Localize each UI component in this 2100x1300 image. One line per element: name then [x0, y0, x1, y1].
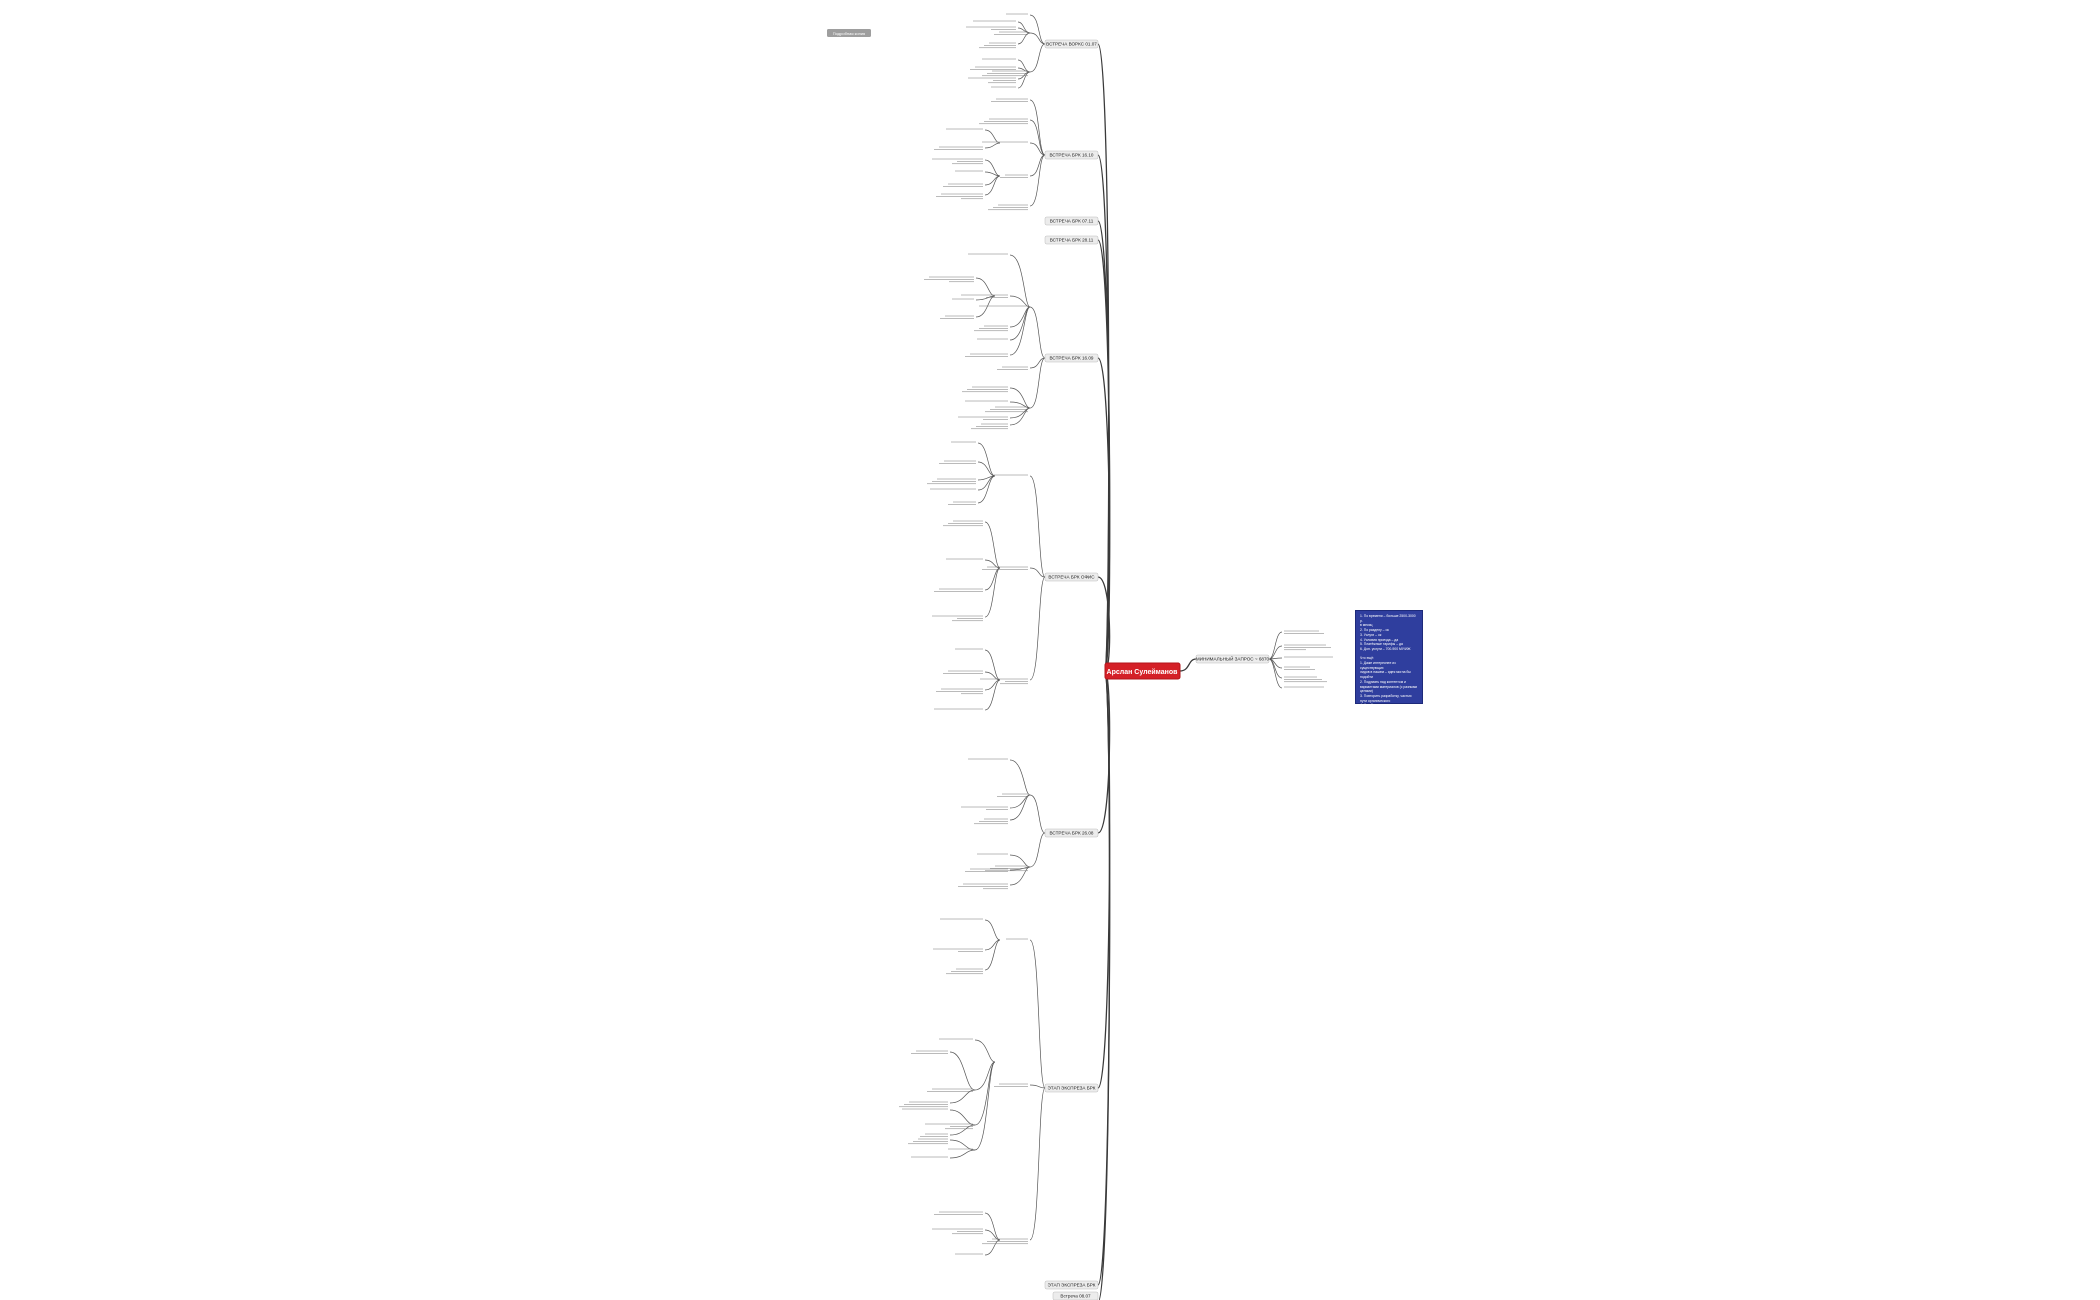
branch-label: ЭТАП ЭКСПРЕЗА БРК: [1048, 1283, 1096, 1288]
note-line: пути органического: [1360, 698, 1391, 703]
branch-node-3[interactable]: ВСТРЕЧА БРК 07.11: [1044, 216, 1099, 226]
branch-label: ВСТРЕЧА ВОРКС 01.07: [1046, 42, 1097, 47]
note-line: Что ещё:: [1360, 656, 1375, 661]
note-line: лидов в нашем – идея могла бы: [1360, 670, 1411, 675]
branch-node-1[interactable]: ВСТРЕЧА ВОРКС 01.07: [1044, 39, 1099, 49]
note-line: 3. Услуги – ок: [1360, 632, 1382, 637]
tag-node[interactable]: Подробная копия: [827, 29, 871, 37]
branch-label: ВСТРЕЧА БРК 26.08: [1050, 831, 1094, 836]
note-line: 3. Повторить разработку, частью: [1360, 693, 1412, 698]
note-line: 6. Доп. услуги – 700-900 МУ/ИЖ: [1360, 646, 1411, 651]
branch-label: ЭТАП ЭКСПРЕЗА БРК: [1048, 1086, 1096, 1091]
branch-label: ВСТРЕЧА БРК 16.09: [1050, 356, 1094, 361]
note-line: 2. По разделу – ок: [1360, 628, 1389, 633]
note-line: 5. Клиентское решение: [1360, 712, 1397, 717]
branch-label: ВСТРЕЧА БРК ОФИС: [1048, 575, 1095, 580]
note-line: целями): [1360, 689, 1373, 694]
note-line: вариантами материалов (с разными: [1360, 684, 1418, 689]
branch-node-4[interactable]: ВСТРЕЧА БРК 28.11: [1044, 235, 1099, 245]
branch-node-8[interactable]: ЭТАП ЭКСПРЕЗА БРК: [1044, 1083, 1099, 1093]
branch-node-5[interactable]: ВСТРЕЧА БРК 16.09: [1044, 353, 1099, 363]
sub-branch-connectors: [949, 14, 1283, 1256]
note-line: подойти: [1360, 675, 1373, 680]
branch-label: ВСТРЕЧА БРК 07.11: [1050, 219, 1094, 224]
root-label: Арслан Сулейманов: [1107, 668, 1179, 676]
branch-node-9[interactable]: ЭТАП ЭКСПРЕЗА БРК: [1044, 1280, 1099, 1290]
note-line: 1. По времени – больше 2500-3000 р.: [1360, 614, 1416, 623]
branch-label: ВСТРЕЧА БРК 16.10: [1050, 153, 1094, 158]
right-branch-node[interactable]: МИНИМАЛЬНЫЙ ЗАПРОС ~ 6870: [1195, 655, 1270, 664]
note-line: 4. Какой показать, что разные: [1360, 703, 1408, 708]
branch-node-6[interactable]: ВСТРЕЧА БРК ОФИС: [1044, 572, 1099, 582]
note-line: в месяц: [1360, 623, 1373, 628]
branch-label: ВСТРЕЧА БРК 28.11: [1050, 238, 1094, 243]
branch-node-7[interactable]: ВСТРЕЧА БРК 26.08: [1044, 828, 1099, 838]
branch-node-10[interactable]: Встреча 08.07: [1052, 1291, 1099, 1300]
root-node[interactable]: Арслан Сулейманов: [1104, 662, 1181, 680]
right-branch-label: МИНИМАЛЬНЫЙ ЗАПРОС ~ 6870: [1196, 655, 1270, 662]
branch-node-2[interactable]: ВСТРЕЧА БРК 16.10: [1044, 150, 1099, 160]
note-box: 1. По времени – больше 2500-3000 р. в ме…: [1355, 610, 1423, 721]
note-line: 2. Подумать над контентом и: [1360, 679, 1406, 684]
note-line: планирования в десятилетие: [1360, 717, 1407, 722]
leaf-text-lines: [899, 13, 1333, 1255]
note-line: шаги к мере меньше 1 "ок": [1360, 708, 1403, 713]
note-line: 5. Платёжные тарифы – да: [1360, 642, 1403, 647]
branch-label: Встреча 08.07: [1060, 1294, 1091, 1299]
note-line: 4. Условия проезда – да: [1360, 637, 1399, 642]
tag-label: Подробная копия: [833, 31, 865, 36]
note-line: 1. Даже интереснее из существующих: [1360, 661, 1396, 670]
